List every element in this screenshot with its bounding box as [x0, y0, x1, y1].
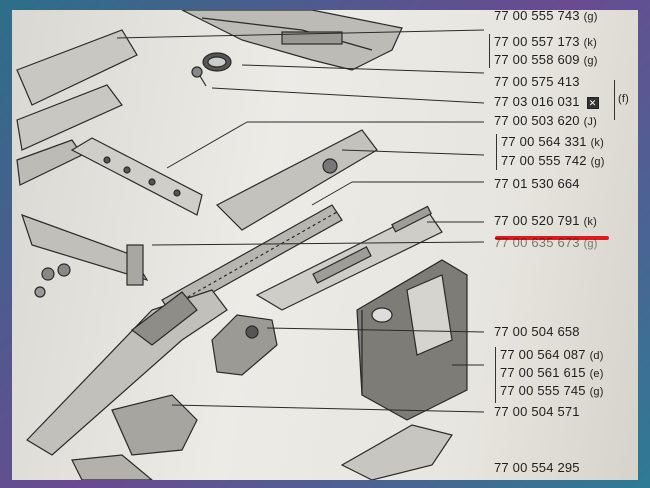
part-number-label: 77 00 564 331 (k): [501, 134, 604, 149]
bracket-part: [70, 137, 203, 216]
x-box-icon: ✕: [586, 96, 599, 109]
part-number-label: (f): [618, 93, 629, 105]
group-brace: [496, 134, 497, 170]
group-brace: [614, 80, 615, 120]
part-number-label: 77 00 554 295: [494, 460, 580, 475]
catalog-page: 77 00 555 743 (g) 77 00 557 173 (k) 77 0…: [12, 10, 638, 480]
upper-rail-part: [181, 10, 403, 71]
bottom-plate-part: [340, 424, 453, 480]
group-brace: [495, 347, 496, 403]
part-number-label: 77 00 557 173 (k): [494, 34, 597, 49]
highlighted-part-number: 77 00 520 791 (k): [494, 213, 597, 228]
part-number-label: 77 00 555 743 (g): [494, 10, 598, 23]
crossmember-part: [215, 129, 378, 231]
inner-panel-part: [356, 259, 468, 421]
grommet-part: [202, 52, 232, 72]
part-number-label: 77 01 530 664: [494, 176, 580, 191]
group-brace: [489, 34, 490, 68]
nut-part: [34, 263, 71, 298]
bottom-bracket-part: [71, 394, 198, 480]
part-number-label: 77 00 555 742 (g): [501, 153, 605, 168]
lower-frame-part: [26, 289, 228, 456]
part-number-label: 77 00 575 413: [494, 74, 580, 89]
leader-lines: [116, 29, 485, 413]
sill-part: [21, 214, 149, 286]
exploded-parts-diagram: [16, 10, 485, 480]
mount-bracket-part: [211, 314, 278, 376]
part-number-label: 77 00 503 620 (J): [494, 113, 597, 128]
part-number-label: 77 00 504 571: [494, 404, 580, 419]
part-number-label: 77 00 555 745 (g): [500, 383, 604, 398]
highlight-underline: [495, 236, 609, 240]
floor-panel-part: [255, 205, 443, 311]
part-number-label: 77 03 016 031 ✕: [494, 94, 599, 110]
part-number-label: 77 00 504 658: [494, 324, 580, 339]
part-number-label: 77 00 635 673 (g): [494, 235, 598, 250]
part-number-label: 77 00 561 615 (e): [500, 365, 604, 380]
screw-part: [191, 66, 207, 87]
part-number-label: 77 00 558 609 (g): [494, 52, 598, 67]
part-number-label: 77 00 564 087 (d): [500, 347, 604, 362]
